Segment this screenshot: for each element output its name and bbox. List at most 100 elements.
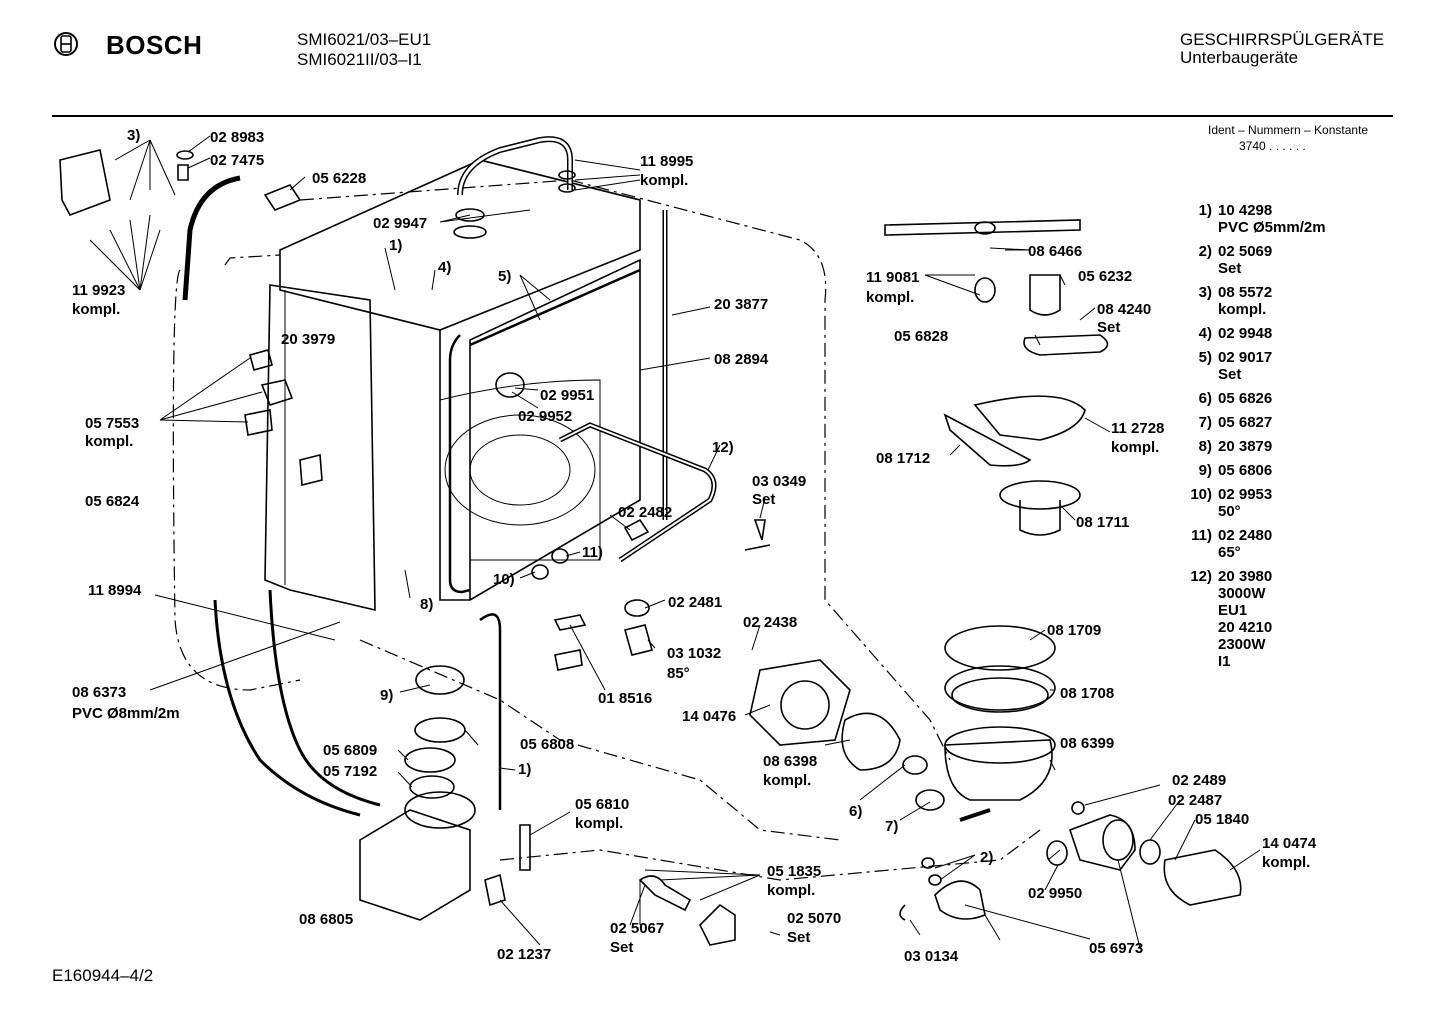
- bosch-logo-icon: [54, 32, 78, 56]
- legend-text: 05 6827: [1218, 414, 1273, 431]
- upper-spray-arm: [884, 219, 1081, 236]
- label-057192: 05 7192: [323, 763, 377, 780]
- sensor-031032: [624, 624, 653, 656]
- legend-text: 02 9953 50°: [1218, 486, 1273, 520]
- parts-legend: 1) 10 4298 PVC Ø5mm/2m 2)02 5069 Set 3)08…: [1150, 202, 1360, 677]
- legend-number: 10): [1190, 486, 1212, 503]
- label-118994: 11 8994: [88, 582, 142, 599]
- label-1b: 1): [518, 761, 531, 778]
- legend-item: 2)02 5069 Set: [1150, 243, 1360, 277]
- label-029950: 02 9950: [1028, 885, 1082, 902]
- legend-item: 7)05 6827: [1150, 414, 1360, 431]
- valve-021237: [484, 873, 506, 907]
- label-051835-kompl: kompl.: [767, 882, 815, 899]
- label-022489: 02 2489: [1172, 772, 1226, 789]
- thermostat-11: [551, 548, 569, 564]
- legend-text: 02 2480 65°: [1218, 527, 1273, 561]
- label-081708: 08 1708: [1060, 685, 1114, 702]
- label-030134: 03 0134: [904, 948, 959, 965]
- label-203979: 20 3979: [281, 331, 335, 348]
- lower-spray-arm-112728: [973, 395, 1086, 441]
- legend-number: 11): [1191, 527, 1212, 544]
- drain-motor-140474: [1163, 849, 1242, 906]
- label-112728: 11 2728: [1111, 420, 1164, 437]
- label-029947: 02 9947: [373, 215, 427, 232]
- ring-056808: [414, 717, 466, 743]
- clamp-030134: [899, 904, 906, 921]
- label-022438: 02 2438: [743, 614, 797, 631]
- legend-number: 8): [1198, 438, 1212, 455]
- label-11: 11): [582, 544, 603, 561]
- filter-cap-9: [415, 665, 465, 695]
- label-056973: 05 6973: [1089, 940, 1143, 957]
- label-056232: 05 6232: [1078, 268, 1132, 285]
- legend-item: 11) 02 2480 65°: [1150, 527, 1360, 561]
- ring-081709: [944, 625, 1056, 671]
- coarse-filter-081711: [999, 480, 1081, 510]
- label-112728-kompl: kompl.: [1111, 439, 1159, 456]
- category-subtitle: Unterbaugeräte: [1180, 48, 1299, 67]
- washer-028983: [176, 150, 194, 160]
- legend-text: 05 6806: [1218, 462, 1273, 479]
- label-081711: 08 1711: [1076, 514, 1129, 531]
- tub-door-seal: [448, 268, 641, 594]
- ring-056809: [404, 747, 456, 773]
- label-051840: 05 1840: [1195, 811, 1249, 828]
- label-022481: 02 2481: [668, 594, 722, 611]
- legend-number: 3): [1198, 284, 1212, 301]
- label-025070: 02 5070: [787, 910, 841, 927]
- label-118995-kompl: kompl.: [640, 172, 688, 189]
- legend-number: 6): [1198, 390, 1212, 407]
- circulation-pump: [359, 809, 471, 921]
- legend-text: 05 6826: [1218, 390, 1273, 407]
- assembly-outline: [172, 179, 1041, 881]
- ring-081708: [944, 665, 1056, 711]
- label-056810: 05 6810: [575, 796, 629, 813]
- sump-housing: [944, 739, 1053, 801]
- seal-022487: [1139, 839, 1161, 865]
- brand-name: BOSCH: [106, 30, 203, 60]
- label-119081-kompl: kompl.: [866, 289, 914, 306]
- switch-057553: [244, 349, 294, 436]
- label-119923-kompl: kompl.: [72, 301, 120, 318]
- label-140474-kompl: kompl.: [1262, 854, 1310, 871]
- clip-022482: [623, 518, 650, 542]
- label-025070-set: Set: [787, 929, 810, 946]
- legend-number: 5): [1198, 349, 1212, 366]
- label-056809: 05 6809: [323, 742, 377, 759]
- label-8: 8): [420, 596, 433, 613]
- drawing-id: E160944–4/2: [52, 966, 154, 985]
- ident-value: 3740 . . . . . .: [1239, 139, 1306, 153]
- legend-text: 10 4298 PVC Ø5mm/2m: [1218, 202, 1326, 236]
- leader-lines: [89, 135, 1261, 949]
- label-081712: 08 1712: [876, 450, 930, 467]
- ident-block: Ident – Nummern – Konstante 3740 . . . .…: [1208, 122, 1368, 154]
- label-051835: 05 1835: [767, 863, 821, 880]
- header-rule: [52, 115, 1393, 117]
- nozzle-056828: [974, 277, 996, 303]
- label-031032-deg: 85°: [667, 665, 690, 682]
- micro-filter-081712: [943, 413, 1032, 467]
- legend-number: 9): [1198, 462, 1212, 479]
- label-056228: 05 6228: [312, 170, 366, 187]
- legend-number: 1): [1198, 202, 1212, 219]
- label-086398-kompl: kompl.: [763, 772, 811, 789]
- legend-text: 02 9948: [1218, 325, 1273, 342]
- hose-1: [479, 613, 502, 810]
- legend-item: 3)08 5572 kompl.: [1150, 284, 1360, 318]
- label-056810-kompl: kompl.: [575, 815, 623, 832]
- label-057553-kompl: kompl.: [85, 433, 133, 450]
- label-028983: 02 8983: [210, 129, 264, 146]
- label-086373: 08 6373: [72, 684, 126, 701]
- label-030349: 03 0349: [752, 473, 806, 490]
- inlet-hose: [182, 175, 241, 301]
- valve-051835: [638, 875, 692, 912]
- label-119081: 11 9081: [866, 269, 919, 286]
- category-title: GESCHIRRSPÜLGERÄTE: [1180, 30, 1385, 49]
- clamp-018516: [553, 614, 587, 671]
- label-4: 4): [438, 259, 451, 276]
- float-056824: [299, 453, 323, 487]
- ring-2: [921, 857, 935, 869]
- label-056824: 05 6824: [85, 493, 140, 510]
- legend-number: 4): [1198, 325, 1212, 342]
